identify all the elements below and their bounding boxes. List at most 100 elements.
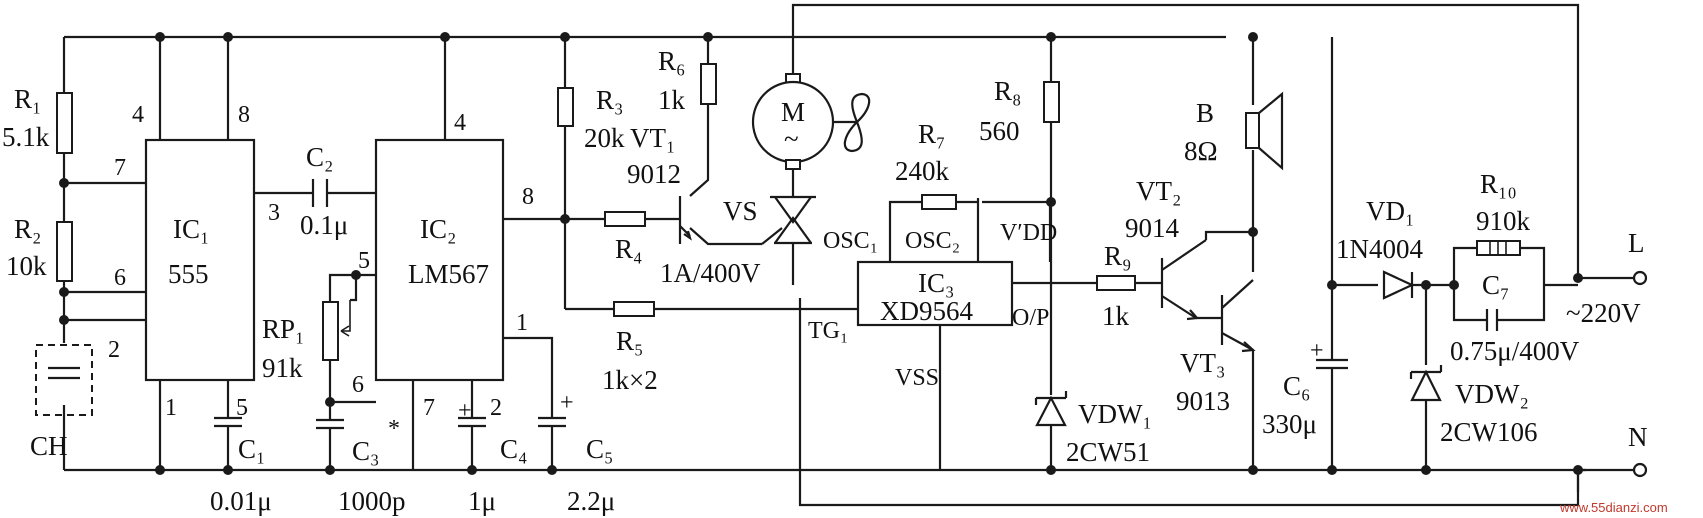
ic2-pin2-label: 2 [490, 395, 502, 421]
vs-name-label: VS [723, 196, 758, 226]
r7-resistor [921, 194, 957, 210]
ic3-name-label: IC₃ [918, 268, 954, 298]
ic1-pin3-label: 3 [268, 200, 280, 226]
r2-value-label: 10k [6, 251, 47, 281]
c5-plus-label: + [560, 390, 574, 416]
motor-name-label: M [781, 97, 805, 127]
r6-resistor [700, 63, 717, 105]
terminal-n [1632, 462, 1648, 478]
terminal-n-label: N [1628, 422, 1648, 452]
r3-name-label: R₃ [596, 85, 623, 115]
ic2-name-label: IC₂ [420, 214, 456, 244]
c6-value-label: 330μ [1262, 409, 1317, 439]
r2-resistor [56, 221, 73, 282]
vt2-transistor [1160, 239, 1207, 321]
rp1-potentiometer [322, 300, 351, 361]
r5-resistor [613, 301, 655, 317]
vdw2-type-label: 2CW106 [1440, 417, 1538, 447]
vd1-diode [1382, 270, 1415, 300]
c3-capacitor [316, 418, 344, 452]
junction-dots [59, 32, 1583, 475]
vs-rating-label: 1A/400V [660, 258, 761, 288]
rp1-value-label: 91k [262, 353, 303, 383]
terminal-l [1632, 270, 1648, 286]
r6-value-label: 1k [658, 85, 686, 115]
ch-sensor [35, 344, 93, 416]
ic3-osc2-label: OSC₂ [905, 228, 960, 254]
c4-plus-label: + [458, 398, 472, 424]
vt3-name-label: VT₃ [1180, 348, 1225, 378]
c3-name-label: C₃ [352, 436, 379, 466]
c2-name-label: C₂ [306, 142, 333, 172]
vdw2-name-label: VDW₂ [1455, 379, 1529, 409]
motor-symbol-label: ~ [784, 124, 799, 154]
r9-resistor [1096, 275, 1136, 291]
r8-value-label: 560 [979, 116, 1020, 146]
ic1-type-label: 555 [168, 259, 209, 289]
ic1-pin2-label: 2 [108, 337, 120, 363]
watermark-text: www.55dianzi.com [1559, 500, 1668, 515]
c4-name-label: C₄ [500, 434, 527, 464]
r10-value-label: 910k [1476, 206, 1531, 236]
c1-capacitor [214, 416, 242, 450]
ic1-pin1-label: 1 [165, 395, 177, 421]
terminal-l-label: L [1628, 228, 1645, 258]
ic2-pin5-label: 5 [358, 248, 370, 274]
vt3-type-label: 9013 [1176, 386, 1230, 416]
vt1-name-label: VT₁ [630, 123, 675, 153]
vd1-name-label: VD₁ [1366, 196, 1414, 226]
r10-resistor [1476, 240, 1521, 256]
c1-name-label: C₁ [238, 434, 265, 464]
ic3-osc1-label: OSC₁ [823, 228, 878, 254]
r8-resistor [1043, 81, 1060, 123]
vt2-name-label: VT₂ [1136, 176, 1181, 206]
ic3-vdd-label: V′DD [1000, 220, 1057, 246]
c3-value-label: 1000p [338, 486, 406, 516]
ic1-pin7-label: 7 [114, 155, 126, 181]
c4-value-label: 1μ [468, 486, 496, 516]
wires [62, 3, 1634, 507]
vt3-transistor [1196, 279, 1256, 353]
c6-plus-label: + [1310, 338, 1324, 364]
c1-value-label: 0.01μ [210, 486, 272, 516]
r3-value-label: 20k [584, 123, 625, 153]
ic1-body [144, 138, 256, 382]
ic2-type-label: LM567 [408, 259, 489, 289]
vdw1-type-label: 2CW51 [1066, 437, 1150, 467]
fan-icon [833, 92, 871, 153]
c5-value-label: 2.2μ [567, 486, 615, 516]
c7-name-label: C₇ [1482, 270, 1509, 300]
ic1-pin8-label: 8 [238, 102, 250, 128]
r7-value-label: 240k [895, 156, 950, 186]
c4-capacitor [458, 416, 486, 450]
ic3-vss-label: VSS [895, 365, 939, 391]
r10-name-label: R₁₀ [1480, 169, 1517, 199]
vdw1-zener [1034, 391, 1068, 427]
c2-capacitor [311, 179, 329, 207]
ic2-pin1-label: 1 [516, 310, 528, 336]
ic1-pin4-label: 4 [132, 102, 144, 128]
r5-name-label: R₅ [616, 326, 643, 356]
ic3-tg-label: TG₁ [808, 318, 848, 344]
vdw1-name-label: VDW₁ [1078, 399, 1152, 429]
r6-name-label: R₆ [658, 46, 685, 76]
c2-value-label: 0.1μ [300, 210, 348, 240]
vt2-type-label: 9014 [1125, 213, 1180, 243]
r2-name-label: R₂ [14, 214, 41, 244]
speaker-icon [1245, 91, 1284, 171]
speaker-name-label: B [1196, 98, 1214, 128]
c3-star-label: * [388, 416, 400, 442]
vd1-type-label: 1N4004 [1336, 234, 1423, 264]
ic2-pin6-label: 6 [352, 372, 364, 398]
rp1-name-label: RP₁ [262, 314, 304, 344]
ic3-body [856, 260, 1014, 327]
speaker-value-label: 8Ω [1184, 136, 1218, 166]
vt1-transistor [678, 196, 692, 244]
c5-name-label: C₅ [586, 434, 613, 464]
r9-value-label: 1k [1102, 301, 1130, 331]
c6-name-label: C₆ [1283, 371, 1310, 401]
c7-capacitor [1485, 309, 1499, 331]
r8-name-label: R₈ [994, 76, 1021, 106]
r4-resistor [604, 211, 646, 227]
